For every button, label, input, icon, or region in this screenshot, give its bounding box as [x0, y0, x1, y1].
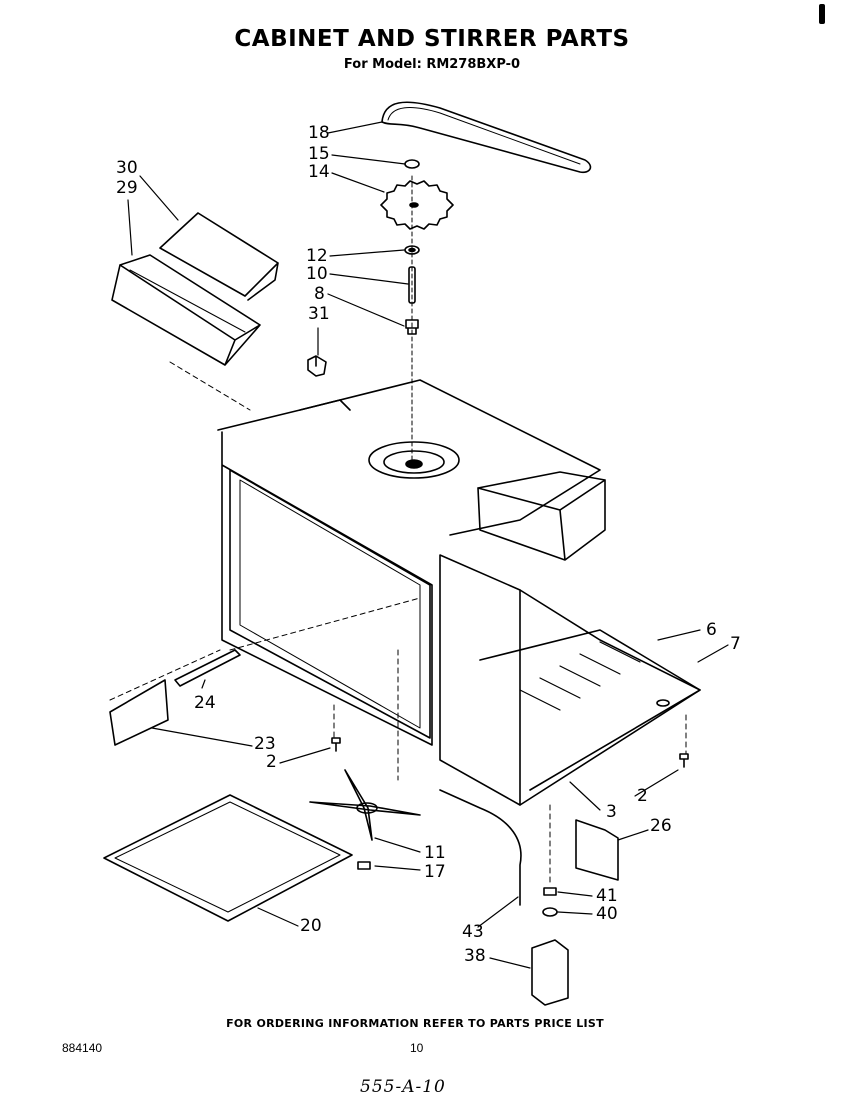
callout-3: 3: [606, 802, 617, 822]
page-title: CABINET AND STIRRER PARTS: [234, 26, 630, 52]
callout-20: 20: [300, 916, 322, 936]
document-number: 884140: [62, 1041, 103, 1055]
callout-30: 30: [116, 158, 138, 178]
door-seal: [109, 679, 169, 746]
clip: [307, 355, 327, 377]
retainer: [404, 159, 420, 169]
callout-7: 7: [730, 634, 741, 654]
cabinet-side: [439, 554, 521, 806]
cabinet-base: [479, 629, 701, 791]
hex-nut: [543, 887, 557, 896]
screw-left: [331, 737, 341, 752]
stirrer-belt: [381, 101, 592, 174]
callout-17: 17: [424, 862, 446, 882]
callout-41: 41: [596, 886, 618, 906]
stirrer-blade: [309, 769, 421, 841]
callout-40: 40: [596, 904, 618, 924]
callout-24: 24: [194, 693, 216, 713]
cabinet-front: [221, 431, 433, 746]
washer-lower: [542, 907, 558, 917]
callout-12: 12: [306, 246, 328, 266]
model-subtitle: For Model: RM278BXP-0: [343, 57, 521, 72]
callout-14: 14: [308, 162, 330, 182]
callout-10: 10: [306, 264, 328, 284]
callout-31: 31: [308, 304, 330, 324]
waveguide: [477, 471, 606, 561]
corner-mark: [819, 4, 825, 24]
callout-18: 18: [308, 123, 330, 143]
callout-43: 43: [462, 922, 484, 942]
probe-cable: [439, 789, 522, 906]
callout-6: 6: [706, 620, 717, 640]
screw-right: [679, 753, 689, 768]
nut: [357, 861, 371, 870]
vent-cover: [159, 212, 279, 301]
base-tray: [103, 794, 353, 922]
callout-26: 26: [650, 816, 672, 836]
callout-2-right: 2: [637, 786, 648, 806]
vent-duct: [111, 254, 261, 366]
cover-plate: [575, 819, 619, 881]
ordering-note: FOR ORDERING INFORMATION REFER TO PARTS …: [226, 1017, 604, 1030]
hinge-plate: [174, 649, 241, 687]
callout-15: 15: [308, 144, 330, 164]
callout-8: 8: [314, 284, 325, 304]
callout-23: 23: [254, 734, 276, 754]
interlock-switch: [531, 939, 569, 1006]
cabinet-top: [217, 379, 601, 536]
callout-11: 11: [424, 843, 446, 863]
handwritten-reference: 555-A-10: [360, 1077, 446, 1097]
callout-38: 38: [464, 946, 486, 966]
callout-29: 29: [116, 178, 138, 198]
stirrer-recess: [368, 441, 460, 479]
page-number: 10: [410, 1041, 424, 1055]
stirrer-pulley: [380, 180, 454, 230]
callout-2-left: 2: [266, 752, 277, 772]
